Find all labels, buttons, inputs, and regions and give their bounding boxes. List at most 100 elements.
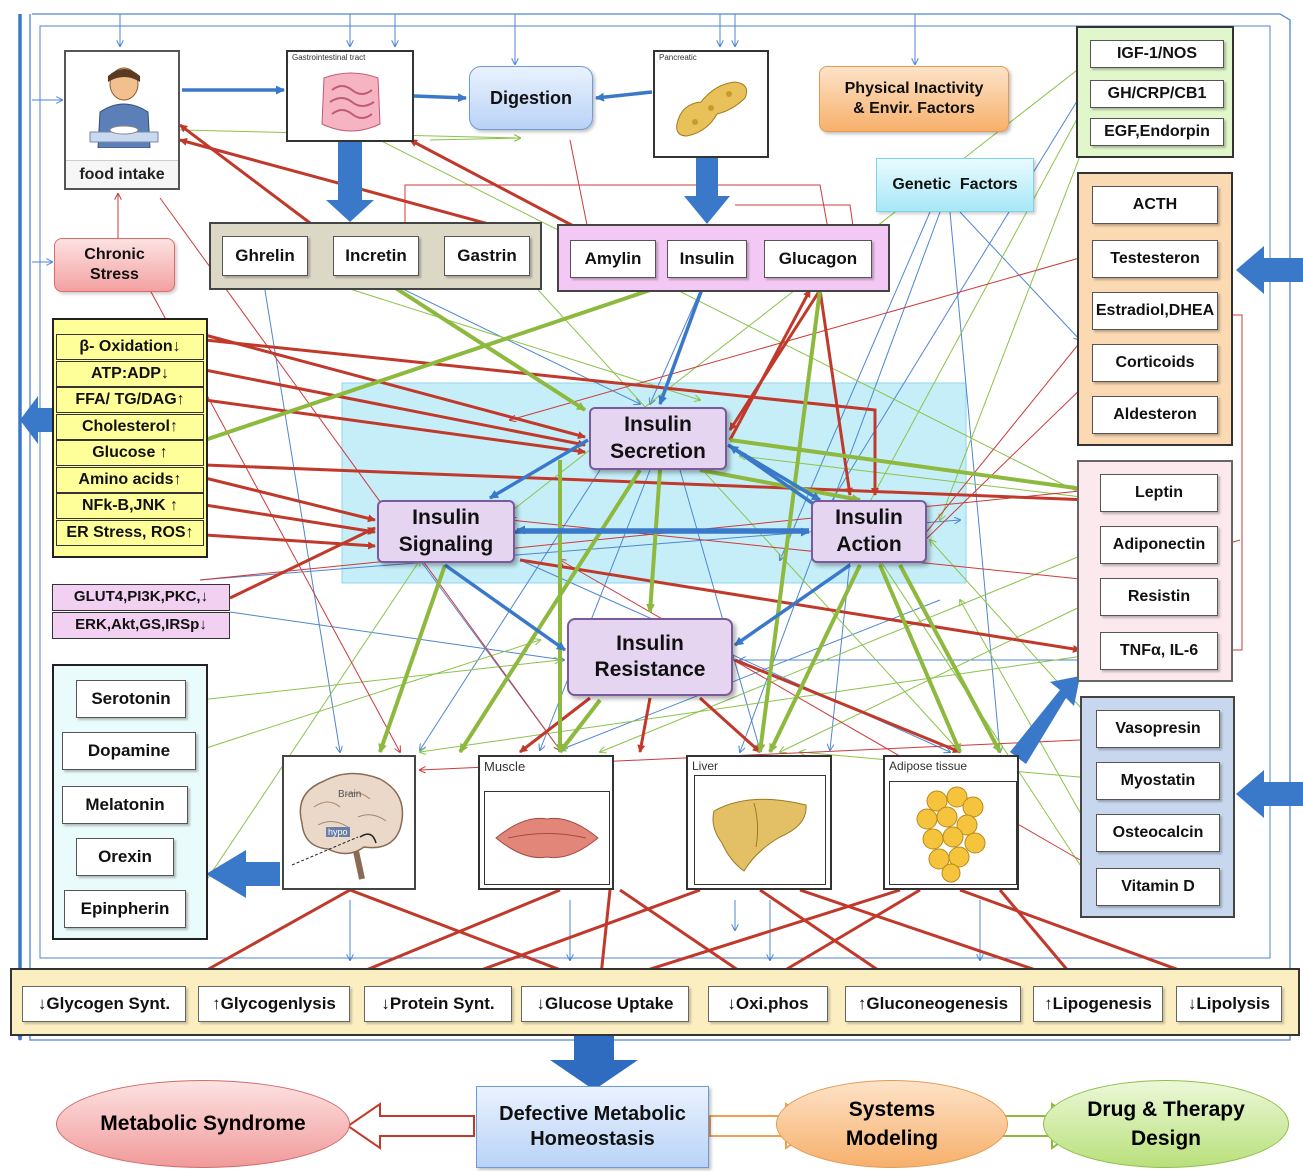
- green-arrow-1: [204, 278, 681, 442]
- growth-factor-igf-1-nos: IGF-1/NOS: [1090, 40, 1224, 68]
- liver-panel: Liver: [686, 755, 832, 890]
- muscle-label: Muscle: [484, 759, 526, 774]
- green-arrow-3: [729, 438, 1091, 494]
- gi-to-gut-hormones-arrow: [326, 142, 374, 222]
- gi-tract-panel: Gastrointestinal tract: [286, 50, 414, 142]
- green-connector-12: [420, 654, 1091, 752]
- pancreatic-hormone-insulin: Insulin: [667, 240, 747, 278]
- adipokine-leptin: Leptin: [1100, 474, 1218, 512]
- red-arrow-3: [409, 138, 601, 242]
- muscle-icon: [495, 817, 599, 859]
- adipokine-tnf-il-6: TNFα, IL-6: [1100, 632, 1218, 670]
- signaling-protein-1: GLUT4,PI3K,PKC,↓: [52, 584, 230, 611]
- outcomes-to-defective-arrow: [550, 1036, 638, 1090]
- outcome-3: ↓Protein Synt.: [364, 986, 512, 1022]
- brain-panel: Brain hypo: [282, 755, 416, 890]
- red-arrow-15: [728, 289, 812, 441]
- blue-arrow-3: [595, 90, 653, 102]
- hormone-myostatin: Myostatin: [1096, 762, 1220, 800]
- red-connector-10: [920, 329, 1091, 540]
- input-hormones-arrow: [1236, 770, 1303, 818]
- outcome-6: ↑Gluconeogenesis: [845, 986, 1021, 1022]
- green-connector-2: [860, 94, 1091, 520]
- red-arrow-18: [698, 696, 762, 754]
- blue-connector-20: [679, 469, 760, 750]
- steroid-aldesteron: Aldesteron: [1092, 396, 1218, 434]
- adipose-label: Adipose tissue: [889, 759, 968, 773]
- blue-connector-29: [820, 79, 1091, 520]
- gi-tract-label: Gastrointestinal tract: [292, 53, 366, 62]
- green-arrow-10: [768, 564, 862, 753]
- neurotransmitter-serotonin: Serotonin: [76, 680, 186, 718]
- red-arrow-5: [204, 368, 586, 448]
- pancreatic-hormone-amylin: Amylin: [570, 240, 656, 278]
- green-connector-5: [519, 269, 960, 752]
- growth-factor-gh-crp-cb1: GH/CRP/CB1: [1090, 80, 1224, 108]
- outcome-7: ↑Lipogenesis: [1033, 986, 1163, 1022]
- red-arrow-17: [637, 697, 652, 753]
- outer-feedback-loop: [29, 13, 1291, 1041]
- insulin-resistance-node: Insulin Resistance: [567, 618, 733, 696]
- metabolic-factor-4: Cholesterol↑: [56, 413, 204, 440]
- pancreas-to-hormones-arrow: [684, 158, 730, 224]
- green-arrow-11: [898, 564, 1002, 753]
- pancreas-icon: [676, 81, 748, 137]
- green-connector-15: [299, 99, 1090, 498]
- green-arrow-6: [378, 564, 447, 753]
- gut-hormone-incretin: Incretin: [333, 236, 419, 276]
- brain-icon: [291, 772, 404, 880]
- steroid-corticoids: Corticoids: [1092, 344, 1218, 382]
- red-arrow-1: [179, 123, 331, 240]
- metabolic-factor-6: Amino acids↑: [56, 466, 204, 493]
- blue-connector-17: [229, 611, 564, 660]
- blue-connector-7: [959, 211, 1080, 340]
- adipose-icon: [916, 786, 986, 883]
- red-arrow-12: [204, 463, 1091, 504]
- green-connector-8: [189, 560, 420, 906]
- input-metabolic-arrow: [20, 396, 52, 444]
- metabolic-factor-3: FFA/ TG/DAG↑: [56, 387, 204, 413]
- gut-hormone-ghrelin: Ghrelin: [222, 236, 308, 276]
- adipokine-adiponectin: Adiponectin: [1100, 526, 1218, 564]
- green-arrow-4: [646, 469, 662, 613]
- green-arrow-5: [458, 468, 642, 754]
- metabolic-syndrome-node: Metabolic Syndrome: [56, 1080, 350, 1168]
- green-arrow-12: [558, 698, 602, 754]
- muscle-panel: Muscle: [478, 755, 614, 890]
- adipose-to-adipokines-arrow: [1010, 676, 1080, 764]
- hypo-label: hypo: [326, 827, 350, 837]
- physical-inactivity-node: Physical Inactivity & Envir. Factors: [819, 66, 1009, 132]
- systems-modeling-node: Systems Modeling: [776, 1080, 1008, 1168]
- person-eating-icon: [89, 67, 159, 148]
- red-arrow-14: [818, 289, 853, 496]
- red-connector-15: [510, 254, 1091, 420]
- hormone-vasopresin: Vasopresin: [1096, 710, 1220, 748]
- outcome-8: ↓Lipolysis: [1176, 986, 1282, 1022]
- adipokine-resistin: Resistin: [1100, 578, 1218, 616]
- red-arrow-20: [519, 558, 1081, 653]
- blue-connector-2: [379, 277, 640, 404]
- blue-arrow-11: [734, 563, 851, 647]
- red-arrow-11: [229, 526, 376, 600]
- green-connector-10: [600, 551, 1091, 752]
- neurotransmitter-orexin: Orexin: [76, 838, 174, 876]
- intestine-icon: [321, 72, 381, 132]
- chronic-stress-node: Chronic Stress: [54, 238, 175, 292]
- red-connector-2: [569, 139, 590, 240]
- neurotransmitter-melatonin: Melatonin: [62, 786, 188, 824]
- metabolic-factor-2: ATP:ADP↓: [56, 360, 204, 387]
- green-connector-7: [199, 640, 540, 751]
- blue-arrow-2: [413, 93, 467, 103]
- neurotransmitter-epinpherin: Epinpherin: [64, 890, 186, 928]
- green-arrow-9: [756, 289, 822, 753]
- red-arrow-7: [204, 476, 376, 523]
- red-arrow-8: [204, 503, 376, 535]
- insulin-secretion-node: Insulin Secretion: [589, 407, 727, 470]
- neurotransmitter-dopamine: Dopamine: [62, 732, 196, 770]
- genetic-factors-node: Genetic Factors: [876, 158, 1034, 212]
- red-arrow-6: [204, 398, 586, 456]
- outcome-4: ↓Glucose Uptake: [521, 986, 689, 1022]
- gut-hormone-gastrin: Gastrin: [444, 236, 530, 276]
- drug-therapy-design-node: Drug & Therapy Design: [1043, 1080, 1289, 1168]
- blue-arrow-5: [489, 438, 589, 500]
